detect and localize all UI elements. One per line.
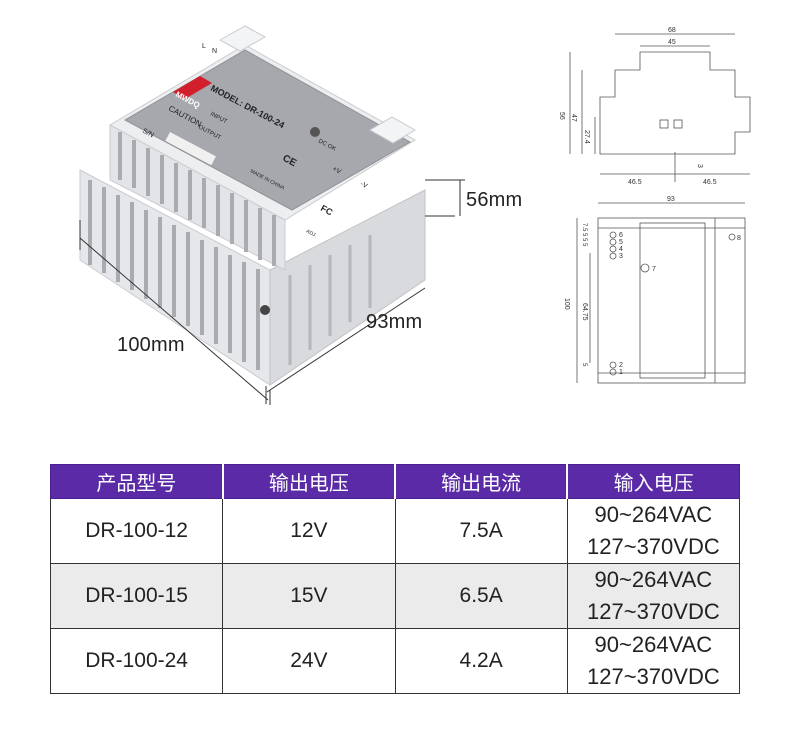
top-overall-width: 68 (668, 27, 676, 34)
pin-label-1: 1 (619, 369, 623, 376)
cell-input: 90~264VAC 127~370VDC (566, 628, 741, 694)
side-overall-width: 93 (667, 196, 675, 203)
minus-v-label: -V (359, 181, 369, 191)
header-model: 产品型号 (49, 464, 224, 499)
cell-input-dc: 127~370VDC (587, 664, 720, 689)
led-label: 8 (737, 235, 741, 242)
top-rail-gap: 3 (696, 164, 703, 168)
dcok-led-icon (310, 127, 320, 137)
cell-input-ac: 90~264VAC (594, 502, 713, 527)
header-output-current: 输出电流 (394, 464, 569, 499)
plus-v-label: +V (331, 166, 342, 176)
pin-label-3: 3 (619, 253, 623, 260)
cell-input-dc: 127~370VDC (587, 534, 720, 559)
cell-voltage: 15V (222, 563, 396, 629)
height-dimension: 56mm (466, 189, 523, 211)
cell-current: 6.5A (394, 563, 568, 629)
barcode (165, 132, 216, 166)
top-height-rail: 27.4 (583, 130, 590, 144)
front-view-drawing: 68 45 56 47 27.4 46.5 46.5 3 (558, 27, 751, 186)
top-height-total: 56 (558, 112, 565, 120)
top-height-body: 47 (570, 114, 577, 122)
top-half-right: 46.5 (703, 179, 717, 186)
cell-input-ac: 90~264VAC (594, 632, 713, 657)
pin-label-4: 4 (619, 246, 623, 253)
cell-voltage: 24V (222, 628, 396, 694)
side-view-drawing: 93 100 64.75 7.5 5 5 5 5 6 5 4 3 2 1 7 8 (563, 196, 746, 384)
top-inner-width: 45 (668, 39, 676, 46)
terminal-n: N (212, 48, 217, 55)
cell-input: 90~264VAC 127~370VDC (566, 498, 741, 564)
side-height: 100 (563, 298, 570, 310)
terminal-l: L (202, 43, 206, 50)
side-pitch-bottom: 5 (581, 363, 587, 367)
pin-label-2: 2 (619, 362, 623, 369)
cell-input-dc: 127~370VDC (587, 599, 720, 624)
width-dimension: 100mm (117, 334, 185, 356)
side-pitch-top: 7.5 5 5 5 (581, 223, 587, 247)
table-header-row: 产品型号 输出电压 输出电流 输入电压 (49, 464, 741, 499)
screw-icon (260, 305, 270, 315)
header-input-voltage: 输入电压 (566, 464, 741, 499)
pin-label-6: 6 (619, 232, 623, 239)
depth-dimension: 93mm (366, 311, 423, 333)
cell-input: 90~264VAC 127~370VDC (566, 563, 741, 629)
adj-label: ADJ. (305, 228, 317, 238)
table-row: DR-100-15 15V 6.5A 90~264VAC 127~370VDC (49, 563, 741, 629)
cell-model: DR-100-24 (49, 628, 224, 694)
cell-current: 4.2A (394, 628, 568, 694)
product-photo: MWDQ MODEL: DR-100-24 CAUTION INPUT OUTP… (79, 25, 465, 405)
cell-model: DR-100-15 (49, 563, 224, 629)
pot-label: 7 (652, 266, 656, 273)
table-row: DR-100-24 24V 4.2A 90~264VAC 127~370VDC (49, 628, 741, 694)
cell-voltage: 12V (222, 498, 396, 564)
top-half-left: 46.5 (628, 179, 642, 186)
side-inner-height: 64.75 (581, 303, 588, 321)
pin-label-5: 5 (619, 239, 623, 246)
table-row: DR-100-12 12V 7.5A 90~264VAC 127~370VDC (49, 498, 741, 564)
spec-table: 产品型号 输出电压 输出电流 输入电压 DR-100-12 12V 7.5A 9… (49, 464, 741, 694)
sn-label: S/N (141, 128, 155, 140)
cell-model: DR-100-12 (49, 498, 224, 564)
cell-input-ac: 90~264VAC (594, 567, 713, 592)
fc-mark: FC (319, 203, 335, 218)
header-output-voltage: 输出电压 (222, 464, 397, 499)
cell-current: 7.5A (394, 498, 568, 564)
